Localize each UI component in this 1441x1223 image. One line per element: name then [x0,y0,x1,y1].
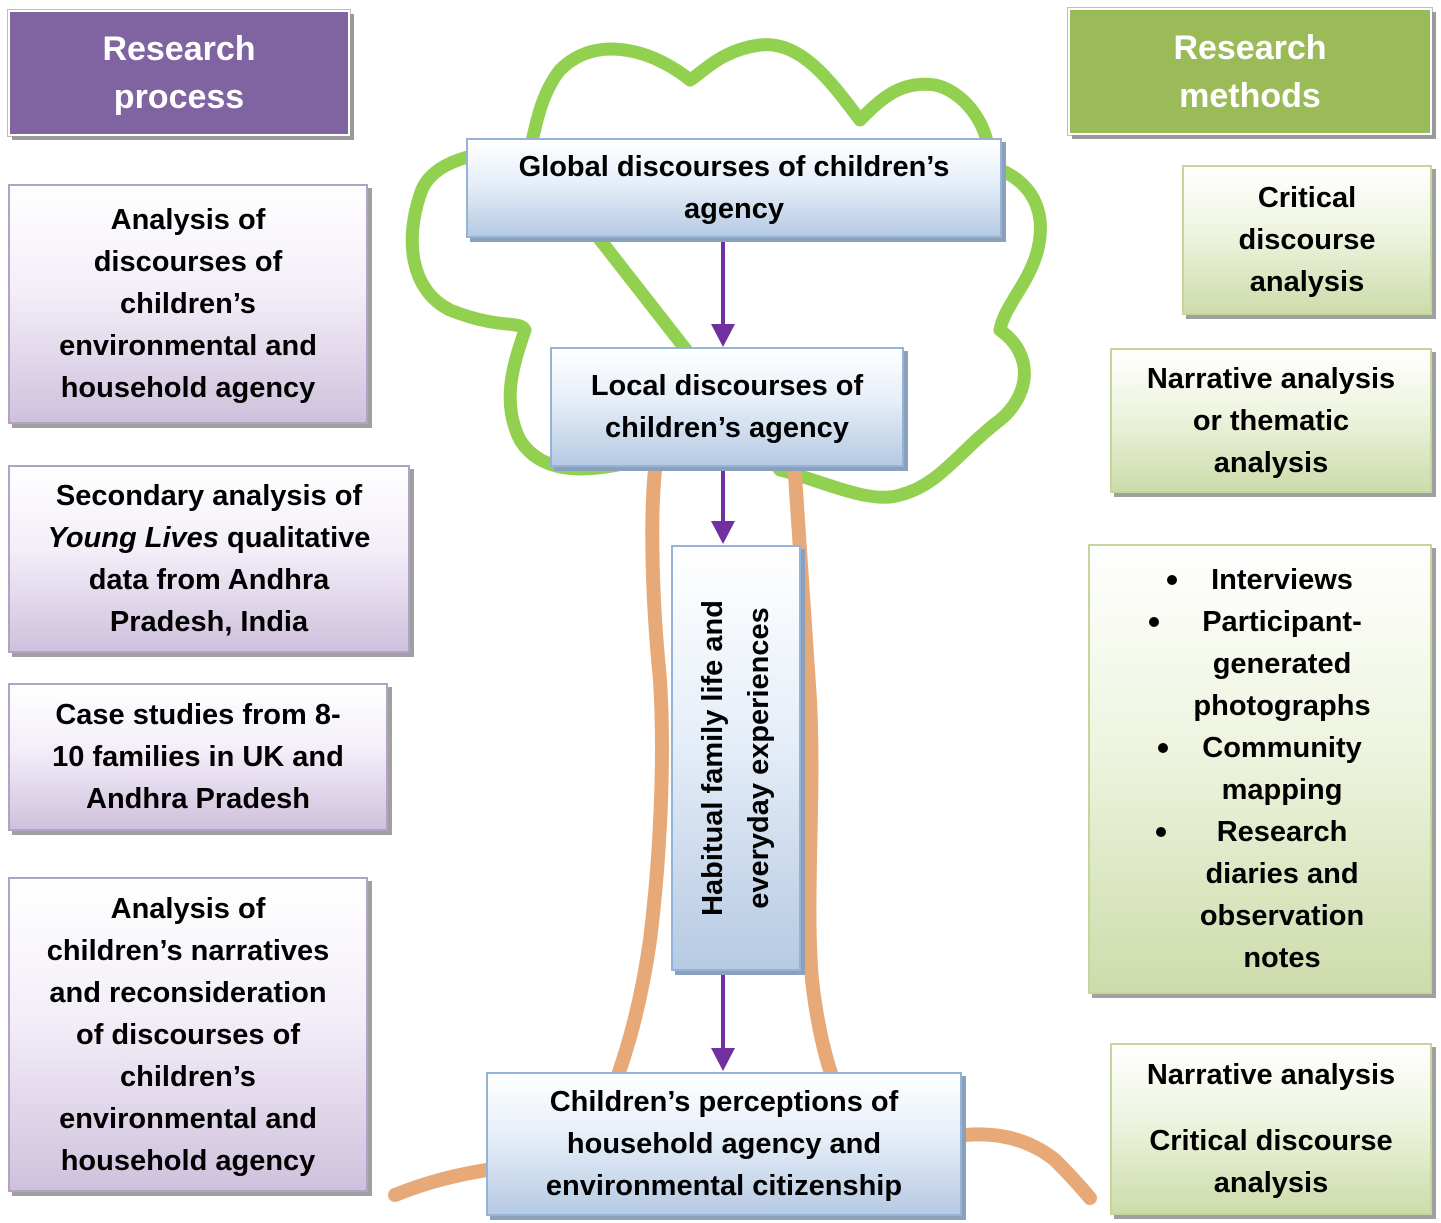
header-right-line2: methods [1179,76,1321,115]
list-item-interviews: Interviews [1167,559,1353,601]
p2-line1: Secondary analysis of [55,480,363,512]
method-box-critical-discourse: Critical discourse analysis [1182,165,1432,315]
arrow-local-to-habitual [711,468,735,544]
m3-item2-line3: photographs [1193,690,1371,722]
header-right-line1: Research [1173,28,1327,67]
header-left-line1: Research [102,30,256,68]
process-box-case-studies: Case studies from 8- 10 families in UK a… [8,683,388,831]
bullet-icon [1155,827,1166,837]
list-item-community-mapping: Community mapping [1158,727,1362,811]
m3-item3-line1: Community [1202,732,1362,764]
header-research-process: Research process [8,10,350,136]
perceptions-line1: Children’s perceptions of [549,1086,899,1118]
p2-line3: data from Andhra [88,564,330,596]
m3-item2-line1: Participant- [1202,606,1362,638]
m1-line2: discourse [1238,224,1376,256]
m1-line1: Critical [1257,182,1357,214]
p4-line7: household agency [60,1144,316,1177]
m2-line3: analysis [1213,446,1329,479]
bullet-icon [1167,575,1178,585]
m3-item4-line1: Research [1216,816,1348,848]
p2-line2: Young Lives qualitative [48,517,371,559]
tree-root-right [958,1127,1097,1205]
bullet-icon [1158,743,1169,753]
p2-young-lives: Young Lives [47,522,219,554]
p1-line4: environmental and [59,330,317,362]
perceptions-line2: household agency and [566,1128,882,1160]
header-research-methods: Research methods [1068,8,1432,135]
p3-line2: 10 families in UK and [52,741,344,773]
p4-line6: environmental and [59,1102,317,1135]
method-box-fieldwork-list: Interviews Participant- generated photog… [1088,544,1432,994]
arrow-global-to-local [711,240,735,347]
list-item-research-diaries: Research diaries and observation notes [1155,811,1365,979]
list-item-photographs: Participant- generated photographs [1149,601,1371,727]
m4-line2: Critical discourse [1149,1125,1393,1157]
m2-line2: or thematic [1192,404,1350,437]
m1-line3: analysis [1249,266,1365,298]
habitual-text: Habitual family life and everyday experi… [690,600,782,916]
method-box-narrative-critical: Narrative analysis Critical discourse an… [1110,1043,1432,1215]
box-children-perceptions: Children’s perceptions of household agen… [486,1072,962,1216]
m3-item4-line2: diaries and [1205,858,1359,890]
p1-line1: Analysis of [110,204,266,236]
box-habitual-family-life: Habitual family life and everyday experi… [671,545,801,971]
p1-line5: household agency [60,372,316,404]
global-line2: agency [684,193,784,225]
m4-line1: Narrative analysis [1146,1059,1396,1091]
perceptions-line3: environmental citizenship [545,1170,903,1202]
tree-crown [405,38,1047,504]
habitual-line2: everyday experiences [743,607,775,909]
tree-trunk-right [788,468,857,1127]
p4-line3: and reconsideration [49,976,327,1009]
local-line2: children’s agency [605,412,849,444]
bullet-icon [1149,617,1160,627]
p4-line2: children’s narratives [46,934,330,967]
p4-line5: children’s [120,1060,256,1093]
p2-line2-rest: qualitative [218,522,371,554]
m4-line3: analysis [1213,1167,1329,1199]
p3-line3: Andhra Pradesh [86,783,310,815]
p2-line4: Pradesh, India [109,606,309,638]
method-box-narrative-thematic: Narrative analysis or thematic analysis [1110,348,1432,493]
box-local-discourses: Local discourses of children’s agency [550,347,904,467]
p1-line2: discourses of [93,246,283,278]
p4-line1: Analysis of [110,892,266,925]
habitual-line1: Habitual family life and [697,600,729,916]
box-global-discourses: Global discourses of children’s agency [466,138,1002,238]
header-left-line2: process [113,78,245,116]
arrow-habitual-to-perceptions [711,972,735,1071]
p1-line3: children’s [120,288,256,320]
global-line1: Global discourses of children’s [518,151,950,183]
m3-item1-line1: Interviews [1211,564,1353,596]
m3-item3-line2: mapping [1221,774,1343,806]
process-box-secondary-analysis: Secondary analysis of Young Lives qualit… [8,465,410,653]
process-box-analysis-discourses: Analysis of discourses of children’s env… [8,184,368,424]
m2-line1: Narrative analysis [1146,362,1396,395]
p4-line4: of discourses of [76,1018,300,1051]
local-line1: Local discourses of [590,370,864,402]
p3-line1: Case studies from 8- [55,699,341,731]
m3-item4-line3: observation [1199,900,1365,932]
m3-item2-line2: generated [1212,648,1352,680]
process-box-children-narratives: Analysis of children’s narratives and re… [8,877,368,1192]
m3-item4-line4: notes [1243,942,1321,974]
